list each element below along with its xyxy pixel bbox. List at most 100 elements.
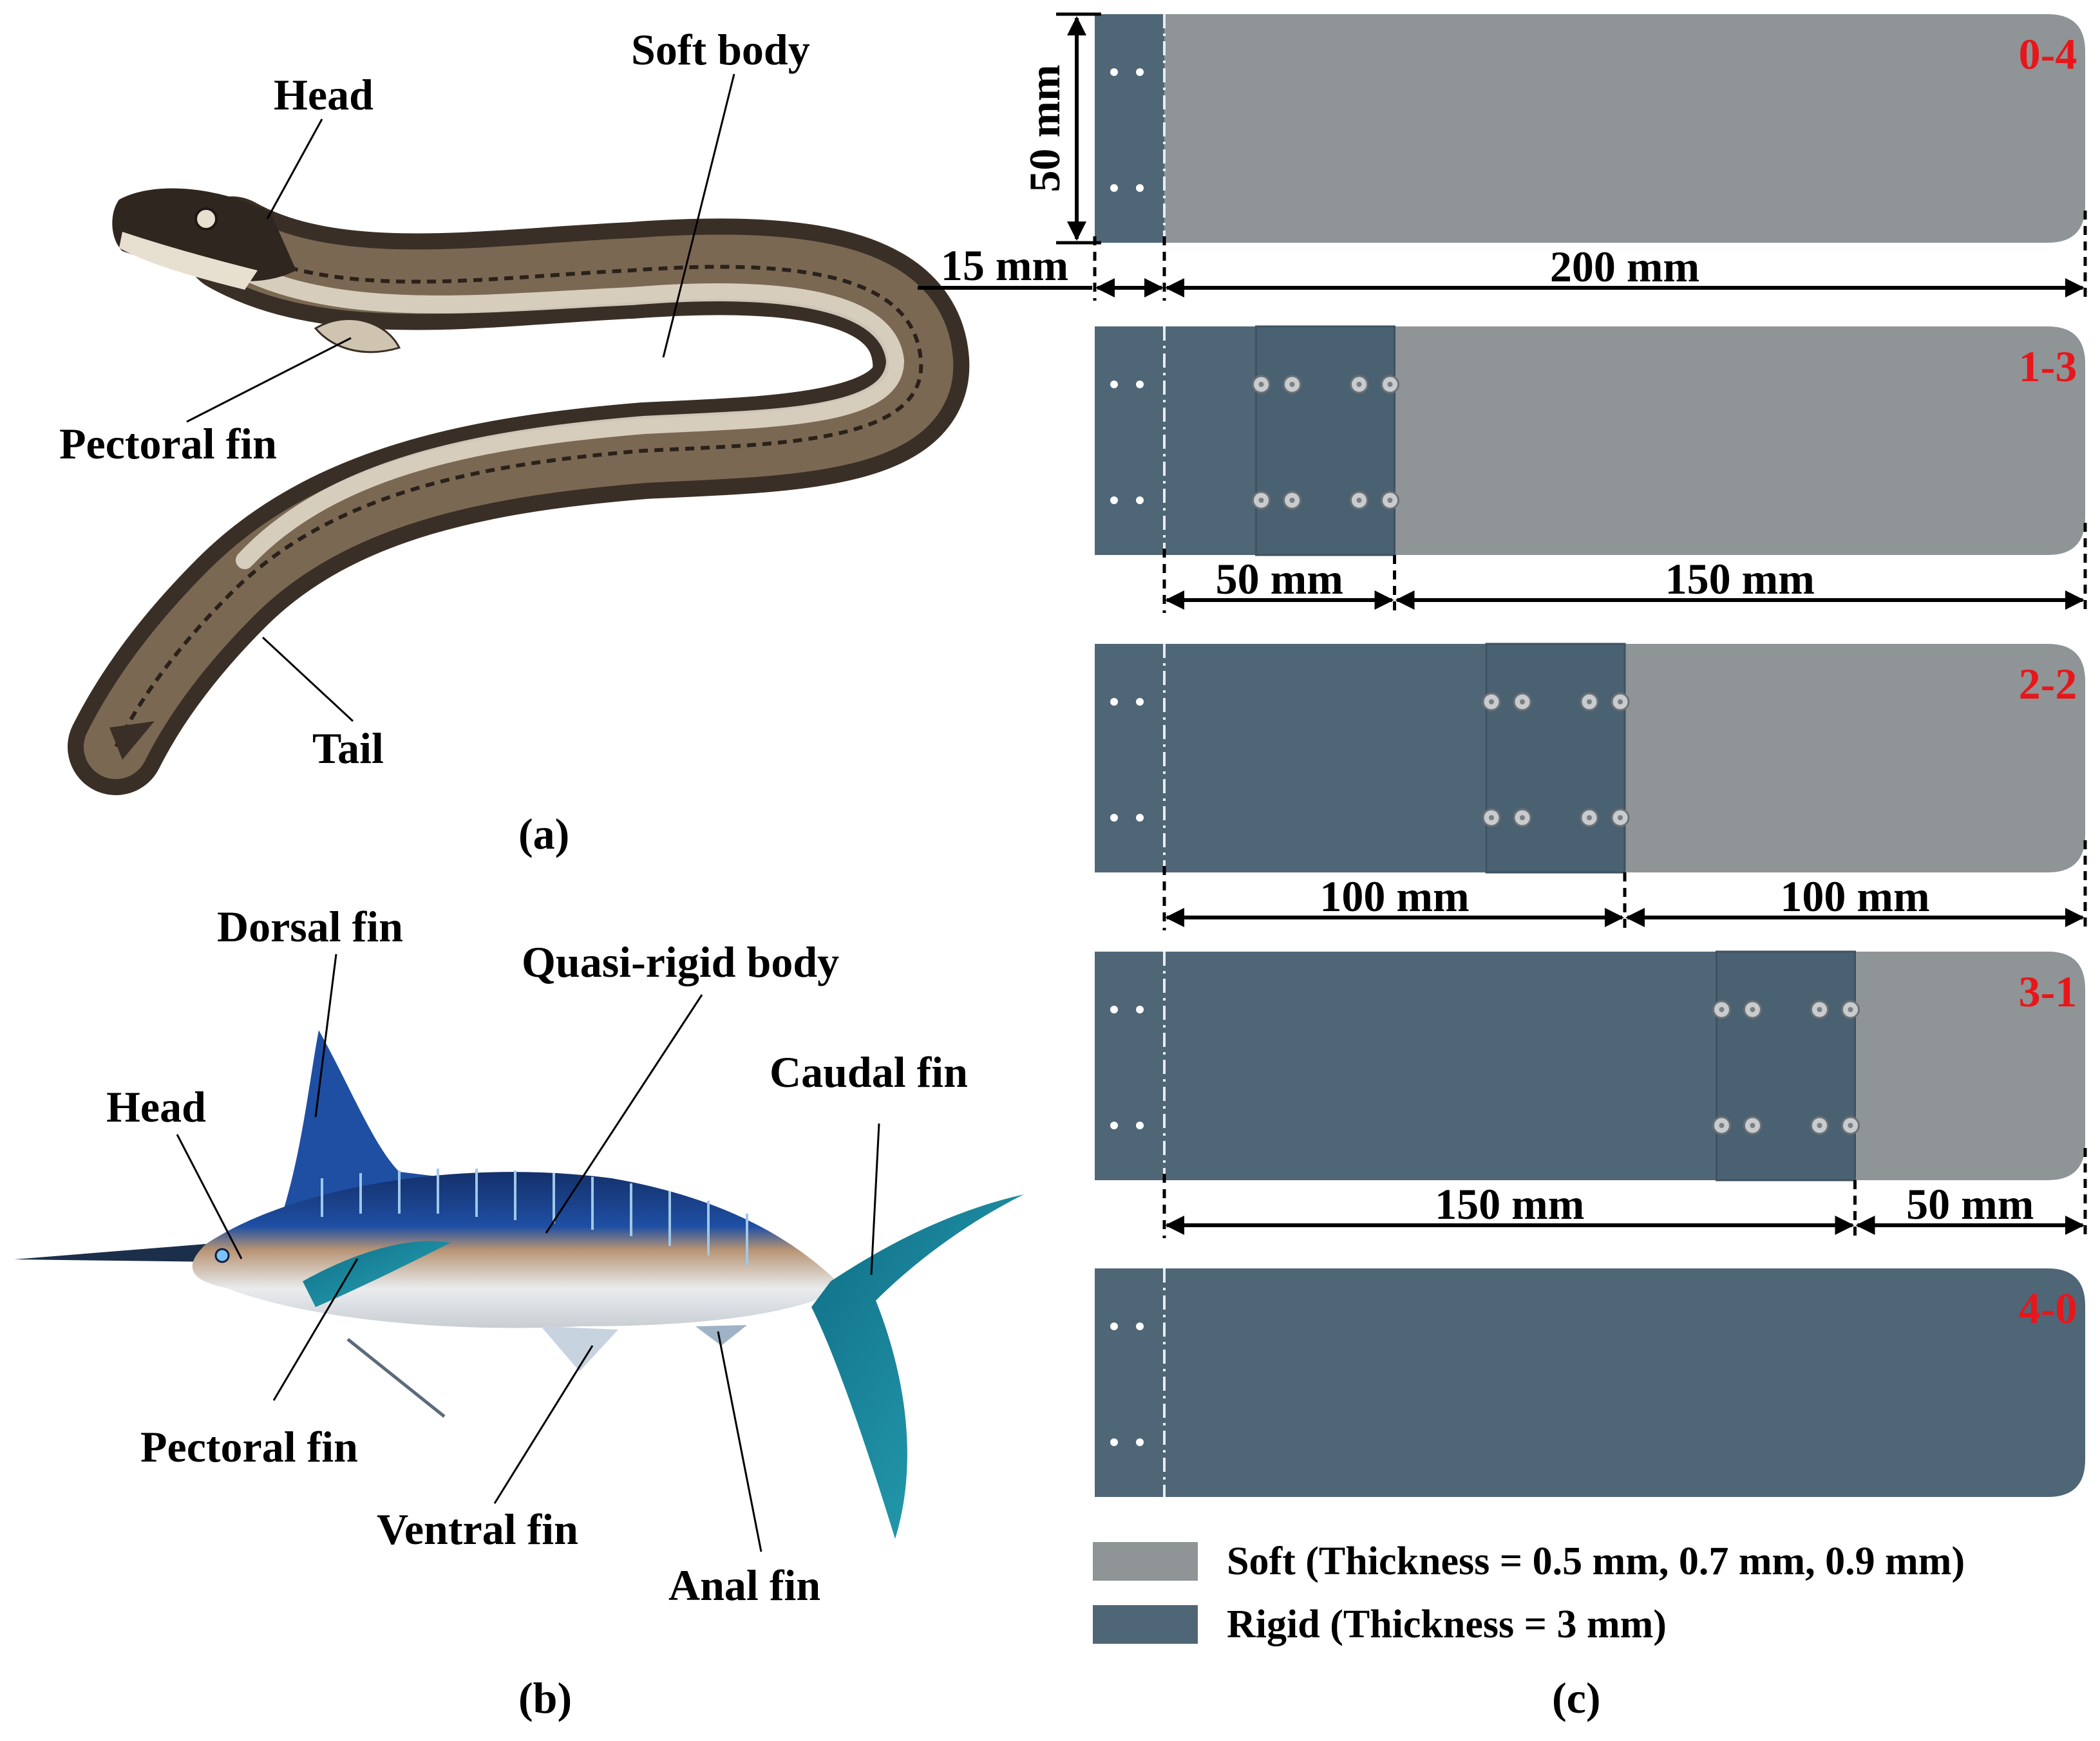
legend-soft-swatch (1093, 1542, 1198, 1581)
dim-rigid-label: 50 mm (1216, 554, 1343, 603)
plate-2-2: 2-2 100 mm 100 mm (1095, 643, 2087, 930)
dim-height-label: 50 mm (1020, 64, 1069, 192)
clamp-hole (1110, 496, 1118, 504)
marlin-label-pectoral-fin: Pectoral fin (140, 1422, 358, 1471)
panel-a: Head Soft body Pectoral fin Tail (a) (59, 25, 970, 858)
legend-rigid-label: Rigid (Thickness = 3 mm) (1227, 1603, 1667, 1646)
clamp-hole (1136, 68, 1144, 76)
joint-screws-screw-center (1489, 815, 1494, 820)
joint-screws-screw-center (1587, 815, 1592, 820)
joint-screws-screw-center (1618, 815, 1623, 820)
plate-1-3: 1-3 50 mm 150 mm (1095, 325, 2087, 613)
soft-section (1095, 14, 2085, 243)
clamp-hole (1136, 814, 1144, 822)
marlin-label-ventral-fin: Ventral fin (377, 1505, 578, 1554)
joint-plate (1485, 643, 1626, 874)
plate-id-label: 3-1 (2019, 967, 2077, 1016)
plate-id-label: 4-0 (2019, 1284, 2077, 1333)
joint-plate (1255, 325, 1395, 556)
joint-screws (1252, 375, 1399, 510)
clamp-hole (1110, 1438, 1118, 1446)
marlin-leaders (176, 954, 880, 1552)
clamp-hole (1136, 1006, 1144, 1013)
joint-screws-screw-center (1587, 699, 1592, 704)
plate-3-1: 3-1 150 mm 50 mm (1095, 950, 2087, 1238)
dim-height: 50 mm (1020, 12, 1101, 245)
joint-screws-screw-center (1750, 1123, 1755, 1128)
joint-plate (1716, 950, 1856, 1181)
dim-soft: 200 mm (1165, 242, 2085, 297)
joint-screws-screw-center (1520, 699, 1525, 704)
clamp-hole (1110, 1006, 1118, 1013)
joint-screws (1712, 1000, 1860, 1135)
dim-soft-label: 150 mm (1665, 554, 1815, 603)
dim-rigid-label: 150 mm (1435, 1180, 1584, 1228)
dim-soft-label: 50 mm (1906, 1180, 2034, 1228)
clamp-hole (1136, 698, 1144, 706)
eel-label-soft-body: Soft body (631, 25, 810, 74)
clamp-hole (1110, 698, 1118, 706)
clamp-hole (1110, 381, 1118, 388)
marlin-label-caudal-fin: Caudal fin (770, 1048, 968, 1096)
marlin-label-dorsal-fin: Dorsal fin (217, 902, 403, 951)
joint-screws-screw-center (1387, 382, 1393, 387)
dim-rigid: 100 mm (1165, 872, 1624, 927)
dim-rigid-label: 100 mm (1320, 872, 1469, 921)
dim-soft-label: 200 mm (1550, 242, 1699, 291)
plate-4-0: 4-0 (1095, 1268, 2085, 1497)
panel-b-caption: (b) (518, 1673, 572, 1722)
dim-soft: 50 mm (1855, 1180, 2085, 1235)
joint-screws-screw-center (1356, 382, 1362, 387)
joint-screws-screw-center (1258, 498, 1264, 503)
joint-screws-screw-center (1719, 1123, 1725, 1128)
joint-screws-screw-center (1258, 382, 1264, 387)
legend: Soft (Thickness = 0.5 mm, 0.7 mm, 0.9 mm… (1093, 1539, 1965, 1646)
joint-screws-screw-center (1817, 1007, 1822, 1012)
clamp-hole (1110, 814, 1118, 822)
joint-screws-screw-center (1387, 498, 1393, 503)
plates: 0-4 200 mm 1-3 50 mm 150 mm 2-2 100 mm 100 mm 3-… (918, 12, 2087, 1497)
marlin-label-head: Head (106, 1082, 206, 1131)
marlin-label-quasi-rigid-body: Quasi-rigid body (522, 937, 839, 986)
dim-rigid: 50 mm (1165, 554, 1394, 610)
dim-soft-label: 100 mm (1780, 872, 1929, 921)
panel-c: 0-4 200 mm 1-3 50 mm 150 mm 2-2 100 mm 100 mm 3-… (918, 12, 2087, 1722)
dim-rigid: 150 mm (1165, 1180, 1855, 1235)
plate-id-label: 2-2 (2019, 659, 2077, 708)
clamp-hole (1110, 184, 1118, 192)
legend-soft-label: Soft (Thickness = 0.5 mm, 0.7 mm, 0.9 mm… (1227, 1539, 1965, 1583)
joint-screws-screw-center (1618, 699, 1623, 704)
joint-screws-screw-center (1848, 1123, 1853, 1128)
clamp-hole (1110, 1122, 1118, 1129)
panel-c-caption: (c) (1552, 1673, 1600, 1722)
clamp-section (1095, 14, 1164, 243)
plate-id-label: 0-4 (2019, 30, 2077, 79)
joint-screws-screw-center (1356, 498, 1362, 503)
joint-screws (1482, 692, 1630, 827)
eel-label-pectoral-fin: Pectoral fin (59, 419, 277, 468)
marlin-label-anal-fin: Anal fin (668, 1561, 820, 1610)
dim-clamp-label: 15 mm (941, 241, 1068, 290)
clamp-hole (1136, 496, 1144, 504)
joint-screws-screw-center (1719, 1007, 1725, 1012)
joint-screws-screw-center (1520, 815, 1525, 820)
joint-screws-screw-center (1289, 498, 1295, 503)
marlin-illustration (14, 1030, 1024, 1539)
soft-section (1095, 1268, 2085, 1497)
joint-screws-screw-center (1848, 1007, 1853, 1012)
clamp-hole (1110, 1322, 1118, 1330)
eel-label-head: Head (274, 70, 374, 119)
panel-b: Dorsal fin Quasi-rigid body Head Caudal … (14, 902, 1024, 1722)
joint-screws-screw-center (1489, 699, 1494, 704)
joint-screws-screw-center (1750, 1007, 1755, 1012)
eel-illustration (68, 188, 970, 795)
dim-soft: 150 mm (1395, 554, 2085, 610)
clamp-hole (1136, 1122, 1144, 1129)
clamp-hole (1136, 381, 1144, 388)
legend-rigid-swatch (1093, 1605, 1198, 1644)
clamp-hole (1136, 184, 1144, 192)
clamp-hole (1110, 68, 1118, 76)
plate-id-label: 1-3 (2019, 342, 2077, 391)
clamp-hole (1136, 1322, 1144, 1330)
